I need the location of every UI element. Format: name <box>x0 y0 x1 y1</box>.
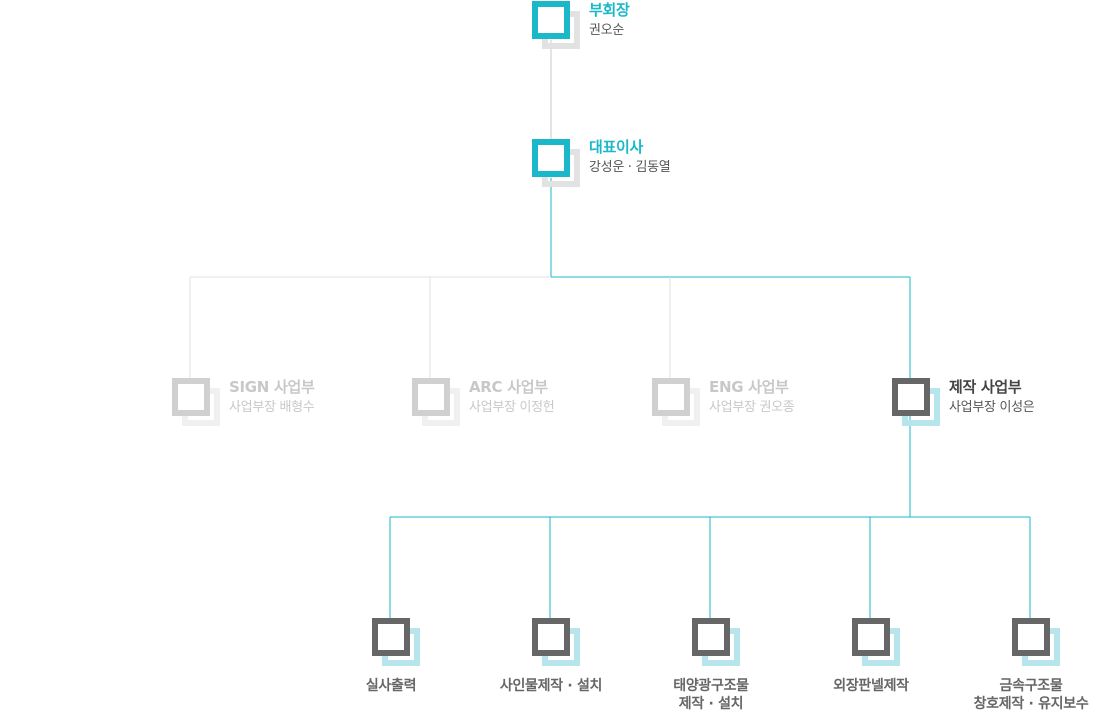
division-production-title: 제작 사업부 <box>949 378 1022 396</box>
ceo-person: 강성운 · 김동열 <box>589 160 671 175</box>
team-1-label: 실사출력 <box>311 677 471 695</box>
division-eng-title: ENG 사업부 <box>709 378 789 396</box>
team-4-line1: 외장판넬제작 <box>833 678 909 694</box>
team-1-line1: 실사출력 <box>365 678 417 694</box>
division-production-head: 사업부장 이성은 <box>949 400 1035 415</box>
vice-chair-node-icon <box>532 1 580 49</box>
team-3-line2: 제작 · 설치 <box>678 696 744 712</box>
ceo-title: 대표이사 <box>589 138 644 156</box>
division-eng-label: ENG 사업부 사업부장 권오종 <box>709 377 795 417</box>
division-sign-head: 사업부장 배형수 <box>229 400 315 415</box>
team-2-node-icon <box>532 618 580 666</box>
team-5-line2: 창호제작 · 유지보수 <box>973 696 1089 712</box>
team-4-label: 외장판넬제작 <box>791 677 951 695</box>
team-3-line1: 태양광구조물 <box>673 678 749 694</box>
team-4-node-icon <box>852 618 900 666</box>
team-2-label: 사인물제작 · 설치 <box>471 677 631 695</box>
division-arc-title: ARC 사업부 <box>469 378 548 396</box>
division-eng-head: 사업부장 권오종 <box>709 400 795 415</box>
vice-chair-title: 부회장 <box>589 1 630 19</box>
team-3-label: 태양광구조물 제작 · 설치 <box>631 677 791 713</box>
division-production-label: 제작 사업부 사업부장 이성은 <box>949 377 1035 417</box>
team-2-line1: 사인물제작 · 설치 <box>499 678 603 694</box>
team-5-line1: 금속구조물 <box>999 678 1063 694</box>
team-3-node-icon <box>692 618 740 666</box>
division-arc-node-icon <box>412 378 460 426</box>
vice-chair-label: 부회장 권오순 <box>589 0 630 40</box>
team-1-node-icon <box>372 618 420 666</box>
team-5-label: 금속구조물 창호제작 · 유지보수 <box>951 677 1100 713</box>
vice-chair-person: 권오순 <box>589 23 624 38</box>
ceo-node-icon <box>532 139 580 187</box>
division-sign-title: SIGN 사업부 <box>229 378 315 396</box>
ceo-label: 대표이사 강성운 · 김동열 <box>589 137 671 177</box>
division-sign-label: SIGN 사업부 사업부장 배형수 <box>229 377 315 417</box>
division-arc-label: ARC 사업부 사업부장 이정헌 <box>469 377 555 417</box>
division-sign-node-icon <box>172 378 220 426</box>
division-arc-head: 사업부장 이정헌 <box>469 400 555 415</box>
team-5-node-icon <box>1012 618 1060 666</box>
division-eng-node-icon <box>652 378 700 426</box>
division-production-node-icon <box>892 378 940 426</box>
